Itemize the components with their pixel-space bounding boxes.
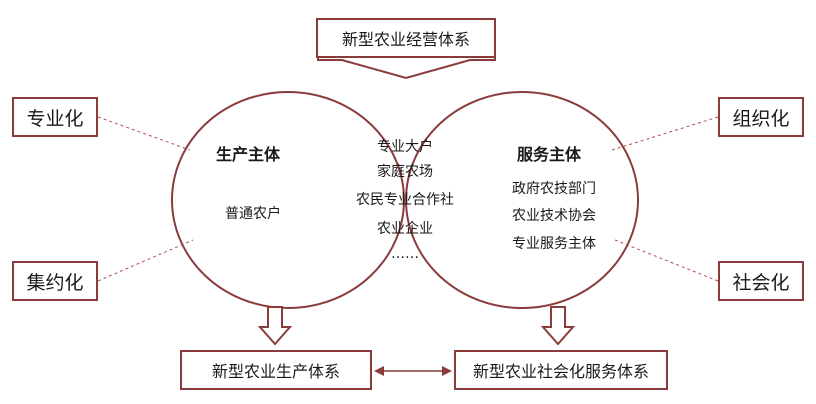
- right-circle-item: 政府农技部门: [512, 181, 596, 197]
- left-ellipse: [171, 91, 405, 309]
- overlap-item: 家庭农场: [377, 164, 433, 180]
- connector-shehui: [614, 239, 719, 282]
- overlap-item: 农民专业合作社: [356, 192, 454, 208]
- top-box-new-agri-management-system: 新型农业经营体系: [316, 18, 496, 58]
- connector-zuzhi: [611, 116, 719, 151]
- side-box-organization: 组织化: [718, 97, 804, 137]
- top-down-arrow: [317, 55, 496, 80]
- double-arrow-right-head: [442, 366, 452, 376]
- double-arrow-left-head: [374, 366, 384, 376]
- overlap-item-ellipsis: ……: [391, 246, 419, 262]
- right-ellipse: [405, 91, 639, 309]
- left-circle-item: 普通农户: [225, 206, 281, 222]
- bottom-box-socialized-service-system: 新型农业社会化服务体系: [454, 350, 668, 390]
- right-circle-title: 服务主体: [516, 145, 581, 164]
- side-box-specialization: 专业化: [12, 97, 98, 137]
- right-circle-item: 专业服务主体: [512, 236, 596, 252]
- left-circle-title: 生产主体: [215, 145, 280, 164]
- overlap-item: 专业大户: [377, 139, 433, 155]
- side-box-socialization: 社会化: [718, 261, 804, 301]
- connector-jiyue: [97, 239, 194, 282]
- right-down-arrow: [540, 306, 576, 346]
- right-circle-item: 农业技术协会: [512, 208, 596, 224]
- overlap-item: 农业企业: [377, 221, 433, 237]
- bottom-box-production-system: 新型农业生产体系: [180, 350, 372, 390]
- left-down-arrow: [257, 306, 293, 346]
- side-box-intensification: 集约化: [12, 261, 98, 301]
- connector-zhuanye: [97, 116, 191, 151]
